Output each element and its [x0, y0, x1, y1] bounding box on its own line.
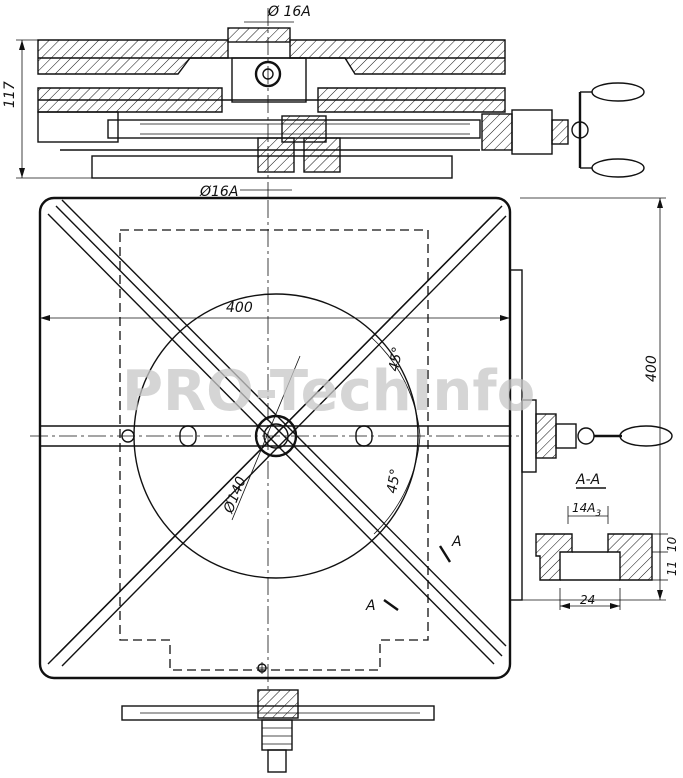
height-dimension-label: 117 [2, 81, 18, 108]
cut-mark-left-label: A [365, 598, 376, 614]
front-elevation-view [16, 8, 645, 198]
bore-diameter-bottom-label: Ø16A [199, 184, 238, 200]
base-width-label: 24 [580, 593, 595, 607]
section-title: A-A [575, 472, 600, 488]
angle-lower-label: 45° [384, 467, 404, 494]
depth-dimension-label: 400 [644, 355, 660, 382]
watermark-text: PRO-TechInfo [122, 359, 535, 424]
width-dimension-label: 400 [226, 300, 253, 316]
bore-diameter-top-label: Ø 16A [267, 4, 311, 20]
circle-diameter-label: Ø140 [220, 474, 249, 516]
cut-mark-right-label: A [451, 534, 462, 550]
section-a-a-view [535, 487, 668, 610]
slot-width-label: 14A3 [572, 501, 601, 519]
angle-upper-label: 45° [386, 345, 406, 372]
plan-view [30, 196, 673, 773]
depth-upper-label: 10 [665, 536, 679, 552]
slot-width-value: 14A [572, 501, 595, 515]
slot-width-subscript: 3 [595, 509, 601, 519]
depth-lower-label: 11 [665, 561, 679, 576]
